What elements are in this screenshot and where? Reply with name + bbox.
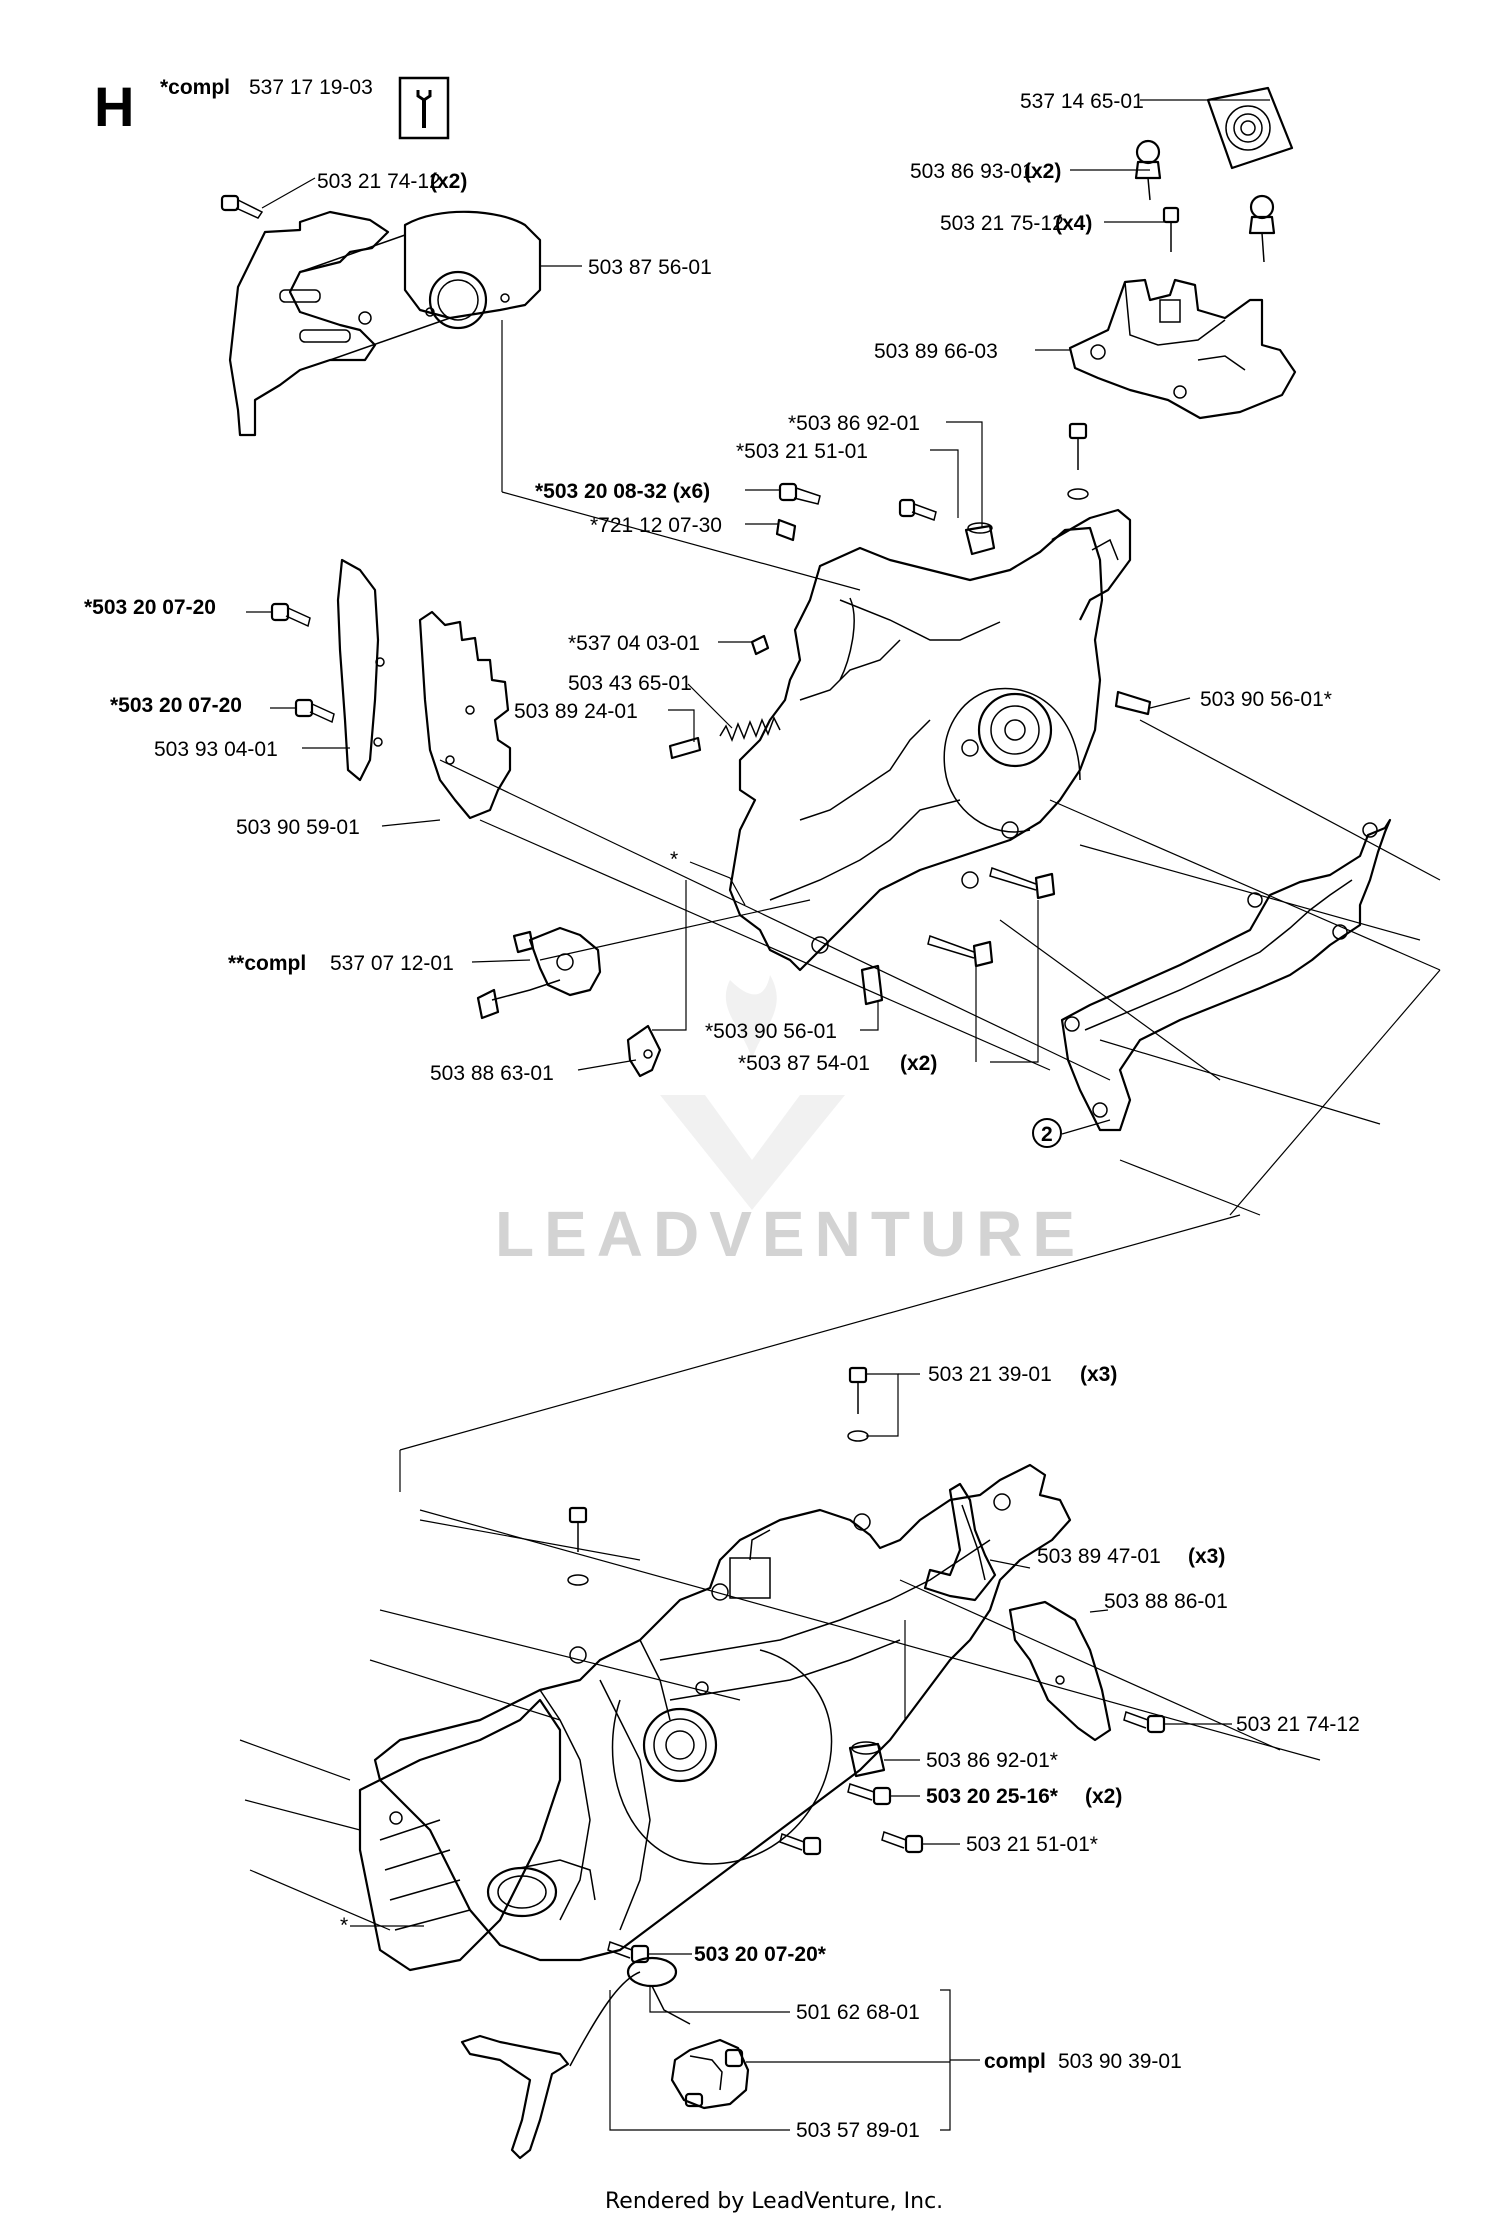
bolt-503-87-54-01-a xyxy=(989,867,1056,900)
label-503-87-54-01-qty: (x2) xyxy=(900,1052,937,1075)
sleeve-503-90-56-01-lower xyxy=(860,964,884,1006)
guard-503-89-47-01 xyxy=(923,1482,997,1602)
wrench-icon xyxy=(398,76,450,140)
crankcase-bottom xyxy=(358,1463,1072,1972)
label-compl-503-90-39-01-prefix: compl xyxy=(984,2050,1046,2073)
label-503-89-47-01-qty: (x3) xyxy=(1188,1545,1225,1568)
label-503-88-63-01: 503 88 63-01 xyxy=(430,1062,554,1085)
section-letter: H xyxy=(94,75,134,138)
label-721-12-07-30: *721 12 07-30 xyxy=(590,514,722,537)
crankcase-half xyxy=(728,508,1132,972)
bushing-503-86-92-01-bottom xyxy=(848,1741,886,1778)
label-503-21-74-12-bottom: 503 21 74-12 xyxy=(1236,1713,1360,1736)
label-503-57-89-01: 503 57 89-01 xyxy=(796,2119,920,2142)
air-filter xyxy=(1206,86,1294,170)
screw-503-21-39-01-b xyxy=(567,1506,589,1586)
label-503-90-59-01: 503 90 59-01 xyxy=(236,816,360,839)
label-537-14-65-01: 537 14 65-01 xyxy=(1020,90,1144,113)
screw-503-21-51-01 xyxy=(898,498,937,521)
label-503-89-66-03: 503 89 66-03 xyxy=(874,340,998,363)
label-star-top: * xyxy=(670,848,678,871)
bolt-503-87-54-01-b xyxy=(927,935,994,968)
plate-503-88-86-01 xyxy=(1008,1600,1112,1742)
label-537-04-03-01: *537 04 03-01 xyxy=(568,632,700,655)
callout-2-text: 2 xyxy=(1041,1123,1053,1146)
label-503-88-86-01: 503 88 86-01 xyxy=(1104,1590,1228,1613)
compl-number: 537 17 19-03 xyxy=(249,76,373,99)
screw-guide-plate xyxy=(220,194,264,219)
label-compl-537-07-12-01: 537 07 12-01 xyxy=(330,952,454,975)
labels-bottom: 503 21 39-01 (x3) 503 89 47-01 (x3) 503 … xyxy=(340,1363,1360,2142)
label-503-43-65-01: 503 43 65-01 xyxy=(568,672,692,695)
label-503-90-56-01-lower: *503 90 56-01 xyxy=(705,1020,837,1043)
label-503-87-56-01: 503 87 56-01 xyxy=(588,256,712,279)
label-503-93-04-01: 503 93 04-01 xyxy=(154,738,278,761)
side-plate-503-93-04-01 xyxy=(336,558,385,782)
screw-503-21-51-01-bottom xyxy=(881,1831,924,1854)
screw-top-cover xyxy=(1162,206,1180,252)
label-503-89-47-01: 503 89 47-01 xyxy=(1037,1545,1161,1568)
plug-503-89-24-01 xyxy=(668,736,702,760)
quick-release-knob-2 xyxy=(1248,194,1276,263)
label-501-62-68-01: 501 62 68-01 xyxy=(796,2001,920,2024)
carburetor-housing xyxy=(1068,278,1297,420)
screw-washer-top xyxy=(1067,422,1089,500)
bushing-503-86-92-01 xyxy=(964,522,996,556)
label-503-86-93-01: 503 86 93-01 xyxy=(910,160,1034,183)
watermark-text: LEADVENTURE xyxy=(495,1198,1085,1270)
label-compl-537-07-12-01-prefix: **compl xyxy=(228,952,306,975)
spring-503-43-65-01 xyxy=(719,716,781,743)
chain-guide-plate xyxy=(228,210,542,437)
label-503-21-74-12: 503 21 74-12 xyxy=(317,170,441,193)
screw-503-20-08-32 xyxy=(778,482,821,505)
leader-lines-top xyxy=(246,99,1441,1216)
label-503-20-25-16-qty: (x2) xyxy=(1085,1785,1122,1808)
label-503-21-51-01-bottom: 503 21 51-01* xyxy=(966,1833,1098,1856)
label-503-21-51-01: *503 21 51-01 xyxy=(736,440,868,463)
sleeve-721-12-07-30 xyxy=(775,518,797,542)
label-503-20-07-20-bottom: 503 20 07-20* xyxy=(694,1943,827,1966)
screw-503-21-39-01-a xyxy=(847,1366,869,1442)
label-503-20-08-32: *503 20 08-32 (x6) xyxy=(535,480,710,503)
sleeve-503-90-56-01-right xyxy=(1114,690,1152,716)
chain-tensioner xyxy=(476,926,602,1020)
bottom-guide-lines xyxy=(239,1214,1321,1931)
screw-503-20-25-16 xyxy=(847,1783,892,1806)
label-compl-503-90-39-01: 503 90 39-01 xyxy=(1058,2050,1182,2073)
label-503-87-54-01: *503 87 54-01 xyxy=(738,1052,870,1075)
label-503-86-92-01-bottom: 503 86 92-01* xyxy=(926,1749,1058,1772)
screw-503-20-07-20-a xyxy=(270,602,311,628)
label-503-21-75-12-qty: (x4) xyxy=(1055,212,1092,235)
fuel-cap xyxy=(460,1956,750,2160)
compl-prefix: *compl xyxy=(160,76,230,99)
label-503-21-39-01-qty: (x3) xyxy=(1080,1363,1117,1386)
label-503-86-93-01-qty: (x2) xyxy=(1024,160,1061,183)
leader-lines-bottom xyxy=(350,1373,1232,2131)
bumper-503-90-59-01 xyxy=(418,610,512,820)
label-503-20-07-20-b: *503 20 07-20 xyxy=(110,694,242,717)
label-503-21-39-01: 503 21 39-01 xyxy=(928,1363,1052,1386)
pin-537-04-03-01 xyxy=(750,634,770,656)
label-503-20-25-16: 503 20 25-16* xyxy=(926,1785,1059,1808)
footer-credit: Rendered by LeadVenture, Inc. xyxy=(605,2189,943,2214)
clip-503-88-63-01 xyxy=(626,1024,662,1078)
label-503-90-56-01-right: 503 90 56-01* xyxy=(1200,688,1332,711)
quick-release-knob-1 xyxy=(1134,139,1162,201)
label-503-21-74-12-qty: (x2) xyxy=(430,170,467,193)
screw-503-20-07-20-b xyxy=(294,698,335,724)
label-star-bottom: * xyxy=(340,1914,348,1937)
label-503-21-75-12: 503 21 75-12 xyxy=(940,212,1064,235)
label-503-89-24-01: 503 89 24-01 xyxy=(514,700,638,723)
gasket xyxy=(1060,818,1392,1132)
leadventure-logo xyxy=(660,975,845,1210)
labels-top: 503 21 74-12 (x2) 503 87 56-01 537 14 65… xyxy=(84,90,1332,1148)
label-503-86-92-01: *503 86 92-01 xyxy=(788,412,920,435)
screw-503-21-74-12-bottom xyxy=(1123,1711,1166,1734)
callout-2: 2 xyxy=(1032,1118,1062,1148)
screw-bottom-misc xyxy=(779,1833,822,1856)
label-503-20-07-20-a: *503 20 07-20 xyxy=(84,596,216,619)
